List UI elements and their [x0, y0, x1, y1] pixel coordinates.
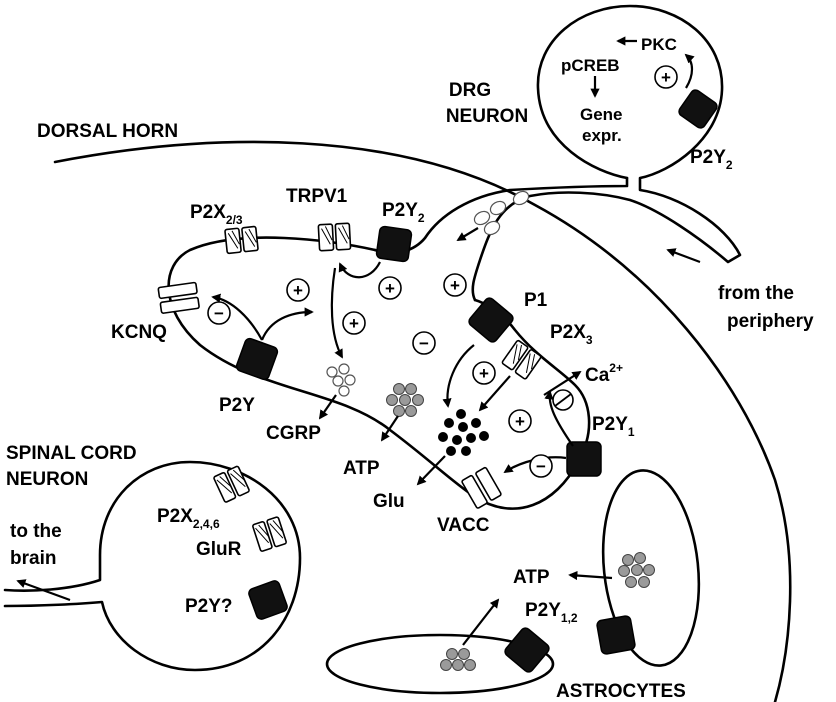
- svg-text:−: −: [214, 304, 224, 323]
- astrocyte-atp-vesicles: [618, 552, 655, 588]
- gene-expression-label-line2: expr.: [582, 126, 622, 145]
- plus-symbol: +: [508, 409, 532, 433]
- cgrp-label: CGRP: [266, 423, 321, 444]
- p2x23-channel: [224, 225, 259, 255]
- kcnq-label: KCNQ: [111, 322, 167, 343]
- drg-neuron-label-line2: NEURON: [446, 106, 528, 127]
- p1-label: P1: [524, 290, 548, 311]
- spinal-cord-neuron-cell: [3, 460, 302, 672]
- vacc-channel: [461, 466, 502, 509]
- gene-expression-label-line1: Gene: [580, 105, 623, 124]
- glu-label: Glu: [373, 491, 405, 512]
- svg-text:+: +: [293, 281, 303, 300]
- vacc-label: VACC: [437, 515, 490, 536]
- p2x3-label: P2X3: [550, 322, 593, 347]
- astrocyte-atp-release-arrow: [568, 570, 613, 581]
- presynaptic-terminal: [167, 236, 591, 510]
- svg-text:+: +: [385, 279, 395, 298]
- plus-symbol: +: [378, 276, 402, 300]
- plus-symbol: +: [443, 273, 467, 297]
- p2y-label: P2Y: [219, 395, 255, 416]
- minus-symbol: −: [412, 331, 436, 355]
- terminal-atp-label: ATP: [343, 458, 380, 479]
- p1-to-glu-arrow: [442, 344, 475, 408]
- atp-release-arrow: [380, 415, 399, 442]
- astrocyte-atp-label: ATP: [513, 567, 550, 588]
- astrocyte-p2y12-label: P2Y1,2: [525, 600, 578, 625]
- spinal-cord-neuron-label-line2: NEURON: [6, 469, 88, 490]
- astrocyte-p2y12-receptor: [504, 627, 550, 673]
- svg-text:+: +: [349, 314, 359, 333]
- p2y1-to-calcium-arrow: [544, 390, 574, 447]
- spinal-cord-neuron-label-line1: SPINAL CORD: [6, 443, 137, 464]
- from-periphery-arrow: [666, 248, 701, 264]
- terminal-p2y2-label: P2Y2: [382, 200, 425, 225]
- astrocytes-label: ASTROCYTES: [556, 681, 686, 702]
- p2y-receptor: [235, 337, 279, 381]
- cgrp-release-arrow: [318, 394, 337, 420]
- to-brain-arrow: [16, 579, 71, 602]
- plus-symbol: +: [286, 278, 310, 302]
- axon-transport-arrow: [456, 227, 479, 241]
- plus-symbol: +: [472, 361, 496, 385]
- plus-symbol: +: [654, 65, 678, 89]
- trpv1-channel: [317, 222, 352, 252]
- p2y-to-trpv1-arrow: [260, 307, 314, 341]
- glutamate-vesicles: [438, 409, 489, 456]
- p2x246-channel: [213, 465, 250, 503]
- svg-text:+: +: [515, 412, 525, 431]
- terminal-p2y2-receptor: [375, 225, 413, 263]
- svg-text:+: +: [661, 68, 671, 87]
- p2y2-to-pkc-arrow: [684, 53, 695, 89]
- p2y-to-kcnq-arrow: [211, 293, 263, 341]
- dorsal-horn-label: DORSAL HORN: [37, 121, 178, 142]
- calcium-label: Ca2+: [585, 361, 623, 386]
- drg-neuron-label-line1: DRG: [449, 80, 491, 101]
- glu-release-arrow: [416, 455, 446, 486]
- spinal-p2y-label: P2Y?: [185, 596, 233, 617]
- plus-symbol: +: [342, 311, 366, 335]
- svg-text:−: −: [536, 457, 546, 476]
- astrocyte-p2y12-receptor: [596, 615, 636, 655]
- p2y1-label: P2Y1: [592, 414, 635, 439]
- p2x3-to-glu-arrow: [478, 375, 511, 412]
- glur-label: GluR: [196, 539, 242, 560]
- pcreb-label: pCREB: [561, 56, 620, 75]
- atp-vesicles: [386, 383, 424, 417]
- astrocyte-horizontal: [325, 633, 555, 695]
- astrocyte-atp-vesicles: [440, 648, 476, 671]
- p1-receptor: [468, 297, 514, 343]
- astrocyte-atp-release-arrow: [462, 598, 500, 646]
- dorsal-horn-outline: [53, 140, 792, 702]
- astrocyte-vertical: [601, 469, 701, 667]
- p2x3-channel: [501, 339, 542, 380]
- drg-p2y2-label: P2Y2: [690, 147, 733, 172]
- axon-vesicles: [473, 190, 530, 236]
- spinal-p2y-receptor: [248, 580, 288, 620]
- trpv1-to-cgrp-arrow: [330, 267, 343, 359]
- p2x23-label: P2X2/3: [190, 202, 243, 227]
- to-brain-label-line1: to the: [10, 521, 62, 542]
- drg-p2y2-receptor: [678, 89, 718, 129]
- minus-symbol: −: [207, 301, 231, 325]
- svg-text:−: −: [419, 334, 429, 353]
- svg-text:+: +: [450, 276, 460, 295]
- cgrp-vesicles: [326, 363, 356, 397]
- minus-symbol: −: [529, 454, 553, 478]
- trpv1-label: TRPV1: [286, 186, 348, 207]
- to-brain-label-line2: brain: [10, 548, 56, 569]
- pkc-label: PKC: [641, 35, 677, 54]
- glur-channel: [252, 516, 287, 552]
- from-periphery-label-line2: periphery: [727, 311, 814, 332]
- p2y2-to-trpv1-arrow: [338, 261, 381, 279]
- kcnq-channel: [157, 281, 200, 314]
- calcium-blocked-symbol: [552, 389, 574, 411]
- p2y1-receptor: [566, 441, 602, 477]
- from-periphery-label-line1: from the: [718, 283, 794, 304]
- p2x246-label: P2X2,4,6: [157, 506, 220, 531]
- svg-text:+: +: [479, 364, 489, 383]
